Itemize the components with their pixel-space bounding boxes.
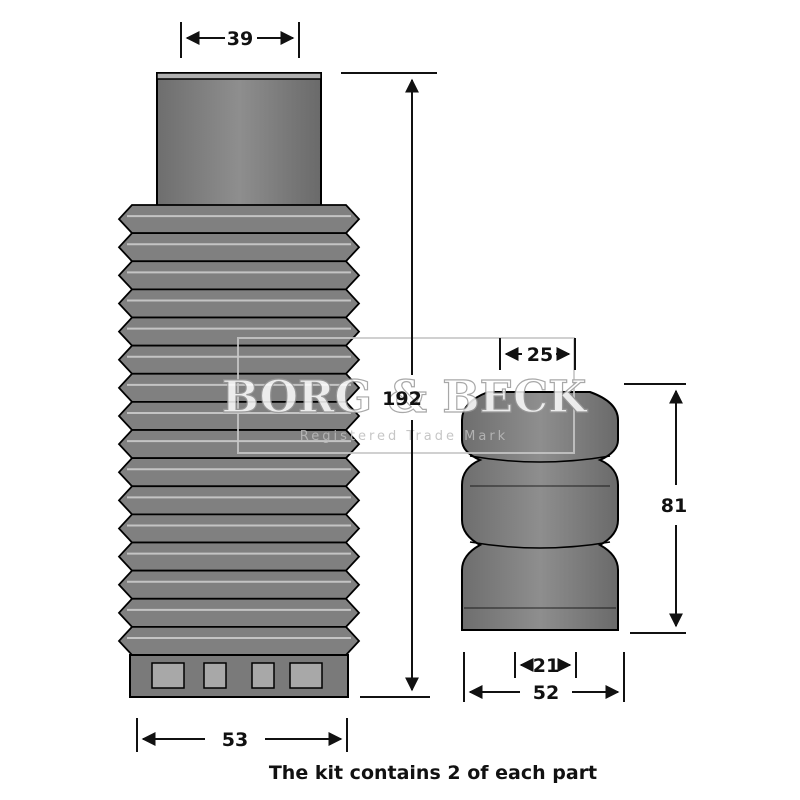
watermark-subtitle: Registered Trade Mark: [300, 429, 508, 444]
dimension-dust-cover-top: 39: [180, 22, 300, 58]
bellows-fold: [117, 204, 361, 235]
dimension-dust-cover-length: 192: [341, 72, 437, 698]
dimension-bump-stop-height: 81: [624, 383, 687, 634]
bump-stop-body: [461, 391, 619, 631]
dimension-label-192: 192: [382, 388, 422, 410]
bellows-fold: [117, 625, 361, 656]
dimension-label-81: 81: [661, 495, 687, 517]
kit-caption: The kit contains 2 of each part: [269, 762, 597, 784]
bellows-fold: [117, 597, 361, 628]
dimension-dust-cover-base: 53: [136, 718, 348, 752]
dimension-label-52: 52: [533, 682, 559, 704]
brand-watermark: BORG & BECK Registered Trade Mark: [221, 337, 589, 454]
bellows-fold: [117, 541, 361, 572]
dust-cover-top-sleeve: [156, 72, 322, 211]
bellows-fold: [117, 288, 361, 319]
bellows-fold: [117, 513, 361, 544]
dust-cover-base: [129, 654, 349, 698]
dimension-bump-stop-top: 25: [499, 338, 576, 370]
dimension-bump-stop-outer: 52: [463, 652, 625, 704]
bellows-fold: [117, 485, 361, 516]
dimension-label-25: 25: [527, 344, 553, 366]
bellows-fold: [117, 232, 361, 263]
bellows-fold: [117, 569, 361, 600]
bump-stop-part: [461, 391, 619, 631]
watermark-brand: BORG & BECK: [222, 372, 589, 423]
dimension-label-39: 39: [227, 28, 253, 50]
bellows-fold: [117, 260, 361, 291]
dimension-bump-stop-bore: 21: [514, 652, 577, 678]
bellows-fold: [117, 457, 361, 488]
dimension-label-53: 53: [222, 729, 248, 751]
dimension-label-21: 21: [533, 655, 559, 677]
